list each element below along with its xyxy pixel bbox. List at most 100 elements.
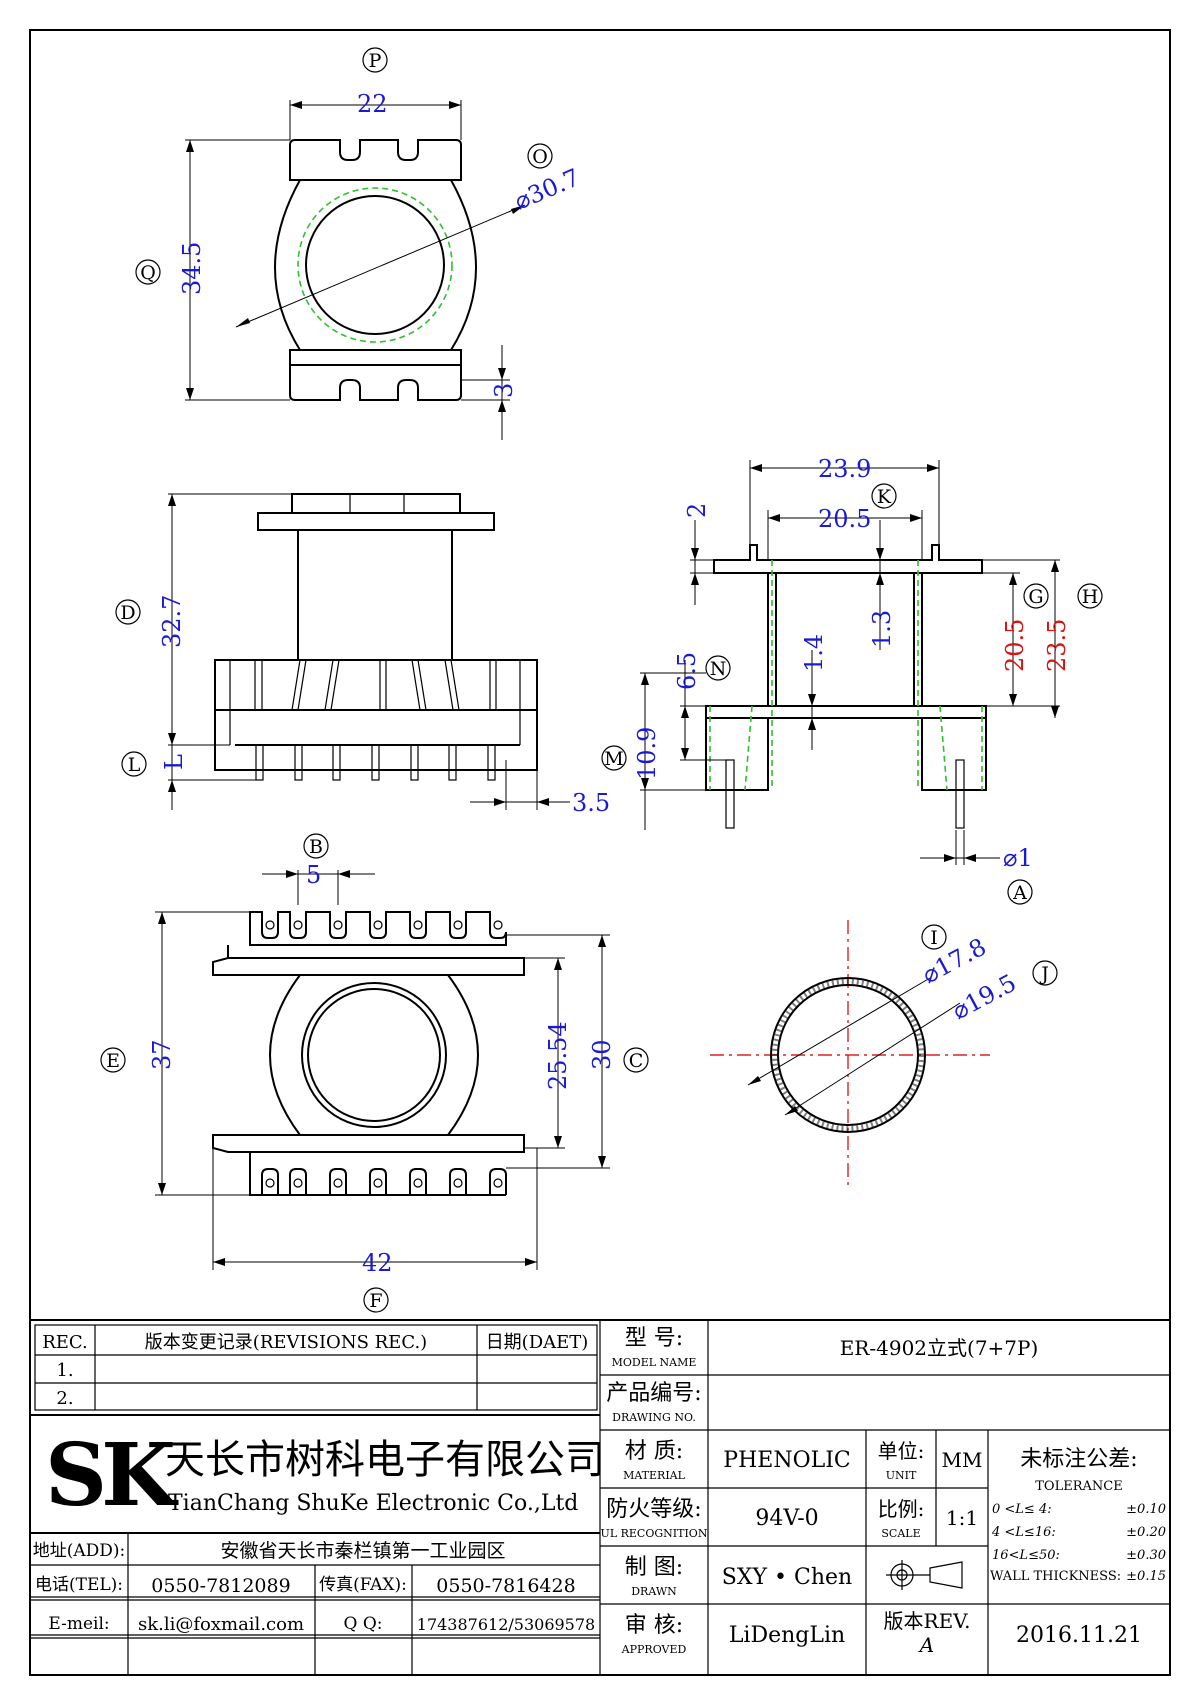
material-label-cn: 材 质:: [625, 1439, 683, 1464]
scale-value: 1:1: [946, 1506, 978, 1530]
dim-right-inner-width: 20.5: [818, 505, 871, 533]
dim-right-flange: 2: [683, 503, 711, 518]
unit-label-cn: 单位:: [878, 1439, 925, 1463]
tolerance-range-1: 0 <L≤ 4:: [992, 1502, 1052, 1517]
dim-right-23-5: 23.5: [1043, 619, 1071, 672]
ul-value: 94V-0: [755, 1506, 818, 1531]
dim-top-pin-depth: 3: [490, 383, 518, 398]
tel-value: 0550-7812089: [151, 1575, 290, 1597]
projection-symbol-icon: [886, 1560, 963, 1590]
wall-thickness-value: ±0.15: [1126, 1569, 1166, 1584]
rev-header-date: 日期(DAET): [486, 1332, 589, 1353]
fax-label: 传真(FAX):: [319, 1575, 407, 1595]
scale-label-cn: 比例:: [878, 1497, 925, 1521]
label-h: H: [1082, 586, 1099, 608]
company-logo: SK: [45, 1425, 179, 1526]
tolerance-range-2: 4 <L≤16:: [991, 1525, 1056, 1540]
dim-right-1-4: 1.4: [800, 634, 828, 672]
label-n: N: [710, 658, 727, 680]
label-b: B: [309, 836, 323, 858]
tolerance-value-2: ±0.20: [1126, 1525, 1166, 1540]
tolerance-title-cn: 未标注公差:: [1020, 1447, 1137, 1472]
top-view: 22 ⌀30.7 34.5 3 P O Q: [135, 47, 584, 440]
dim-right-20-5: 20.5: [1001, 619, 1029, 672]
drawn-label-cn: 制 图:: [625, 1555, 683, 1580]
rev-header-rec: REC.: [42, 1332, 88, 1353]
addr-value: 安徽省天长市秦栏镇第一工业园区: [220, 1540, 505, 1562]
approved-label-cn: 审 核:: [625, 1613, 683, 1638]
dim-right-10-9: 10.9: [633, 727, 661, 780]
dim-pin-diameter: ⌀1: [1003, 844, 1033, 872]
material-label-en: MATERIAL: [623, 1469, 686, 1482]
dim-right-1-3: 1.3: [868, 610, 896, 648]
drawn-label-en: DRAWN: [631, 1585, 677, 1598]
tolerance-title-en: TOLERANCE: [1035, 1479, 1122, 1494]
dim-right-6-5: 6.5: [673, 652, 701, 690]
label-m: M: [604, 748, 623, 770]
label-q: Q: [140, 262, 156, 284]
model-label-en: MODEL NAME: [612, 1356, 697, 1369]
scale-label-en: SCALE: [881, 1527, 920, 1540]
ul-label-en: UL RECOGNITION: [601, 1527, 708, 1540]
material-value: PHENOLIC: [723, 1448, 850, 1473]
qq-value: 174387612/53069578: [417, 1615, 595, 1634]
label-d: D: [120, 602, 135, 624]
approved-value: LiDengLin: [729, 1623, 845, 1648]
bottom-view: 5 37 25.54 30 42 B E C F: [100, 833, 649, 1313]
company-name-cn: 天长市树科电子有限公司: [165, 1437, 605, 1483]
ul-label-cn: 防火等级:: [606, 1497, 701, 1522]
label-e: E: [106, 1050, 120, 1072]
side-view: 32.7 L 3.5 D L: [115, 493, 610, 817]
wall-thickness-label: WALL THICKNESS:: [990, 1569, 1121, 1584]
label-p: P: [369, 50, 382, 72]
rev-value: A: [918, 1633, 934, 1657]
label-j: J: [1039, 963, 1049, 985]
rev-label: 版本REV.: [884, 1609, 971, 1633]
drawing-no-label-cn: 产品编号:: [606, 1381, 701, 1406]
addr-label: 地址(ADD):: [33, 1541, 126, 1561]
tolerance-value-3: ±0.30: [1126, 1548, 1166, 1563]
dim-side-pin-len: L: [160, 754, 188, 770]
model-value: ER-4902立式(7+7P): [840, 1336, 1039, 1360]
dim-bottom-height: 37: [148, 1039, 176, 1070]
tel-label: 电话(TEL):: [35, 1575, 123, 1595]
unit-value: MM: [942, 1448, 983, 1472]
fax-value: 0550-7816428: [436, 1575, 575, 1597]
label-o: O: [532, 146, 548, 168]
mail-label: E-meil:: [48, 1614, 109, 1634]
dim-bottom-pitch: 5: [306, 861, 321, 889]
drawn-value: SXY • Chen: [722, 1565, 852, 1590]
unit-label-en: UNIT: [886, 1469, 917, 1482]
dim-side-height: 32.7: [158, 595, 186, 648]
dim-right-total-width: 23.9: [818, 455, 871, 483]
label-g: G: [1028, 586, 1043, 608]
dim-tube-outer: ⌀19.5: [948, 969, 1021, 1026]
rev-header-desc: 版本变更记录(REVISIONS REC.): [145, 1332, 427, 1353]
tolerance-value-1: ±0.10: [1126, 1502, 1166, 1517]
dim-top-diameter: ⌀30.7: [510, 163, 583, 215]
rev-row-1: 1.: [56, 1360, 73, 1381]
dim-top-width: 22: [357, 90, 388, 118]
dim-bottom-width: 42: [362, 1249, 393, 1277]
dim-side-pin-pitch: 3.5: [572, 789, 610, 817]
mail-value: sk.li@foxmail.com: [138, 1614, 304, 1635]
qq-label: Q Q:: [343, 1614, 382, 1634]
model-label-cn: 型 号:: [625, 1326, 683, 1351]
company-name-en: TianChang ShuKe Electronic Co.,Ltd: [168, 1491, 578, 1516]
label-f: F: [369, 1290, 382, 1312]
label-i: I: [930, 927, 938, 949]
dim-bottom-mid: 30: [588, 1039, 616, 1070]
tolerance-range-3: 16<L≤50:: [992, 1548, 1060, 1563]
label-a: A: [1012, 882, 1027, 904]
date-value: 2016.11.21: [1016, 1623, 1142, 1648]
label-l: L: [128, 754, 141, 776]
section-view: 23.9 20.5 2 1.3 1.4 6.5 10.9 20.5 23.5 ⌀…: [601, 455, 1103, 905]
dim-bottom-inner: 25.54: [544, 1021, 572, 1090]
label-c: C: [629, 1050, 644, 1072]
dim-top-height: 34.5: [178, 242, 206, 295]
label-k: K: [877, 486, 892, 508]
approved-label-en: APPROVED: [621, 1643, 687, 1656]
tube-section: ⌀17.8 ⌀19.5 I J: [710, 920, 1058, 1190]
rev-row-2: 2.: [56, 1388, 73, 1409]
